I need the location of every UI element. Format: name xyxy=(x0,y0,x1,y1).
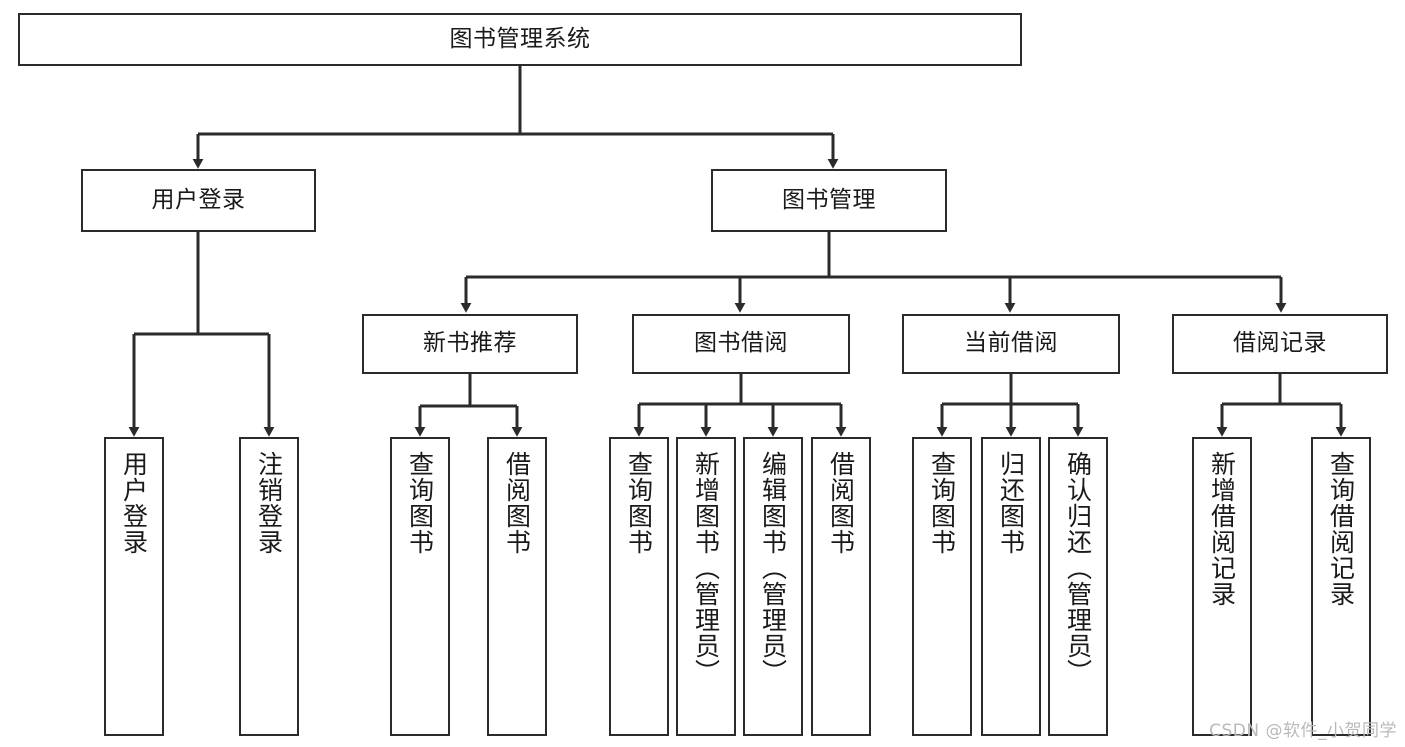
leaf-recommend-borrow-book[interactable]: 借阅图书 xyxy=(487,437,547,736)
node-label: 确认归还（管理员） xyxy=(1063,451,1093,685)
node-label: 用户登录 xyxy=(151,186,246,213)
leaf-current-confirm-return-admin[interactable]: 确认归还（管理员） xyxy=(1048,437,1108,736)
leaf-record-add-record[interactable]: 新增借阅记录 xyxy=(1192,437,1252,736)
node-current-borrow[interactable]: 当前借阅 xyxy=(902,314,1120,374)
node-label: 借阅图书 xyxy=(826,451,856,555)
node-label: 新增借阅记录 xyxy=(1207,451,1237,607)
leaf-recommend-query-book[interactable]: 查询图书 xyxy=(390,437,450,736)
node-label: 查询借阅记录 xyxy=(1326,451,1356,607)
leaf-user-login-login[interactable]: 用户登录 xyxy=(104,437,164,736)
node-label: 查询图书 xyxy=(927,451,957,555)
node-label: 借阅图书 xyxy=(502,451,532,555)
node-label: 图书借阅 xyxy=(694,330,788,357)
leaf-current-return-book[interactable]: 归还图书 xyxy=(981,437,1041,736)
node-label: 图书管理 xyxy=(782,186,876,213)
node-user-login[interactable]: 用户登录 xyxy=(81,169,316,232)
leaf-user-login-logout[interactable]: 注销登录 xyxy=(239,437,299,736)
node-borrow-record[interactable]: 借阅记录 xyxy=(1172,314,1388,374)
node-label: 图书管理系统 xyxy=(449,25,591,52)
node-new-book-recommend[interactable]: 新书推荐 xyxy=(362,314,578,374)
node-label: 当前借阅 xyxy=(964,330,1058,357)
leaf-current-query-book[interactable]: 查询图书 xyxy=(912,437,972,736)
node-book-management[interactable]: 图书管理 xyxy=(711,169,947,232)
node-label: 用户登录 xyxy=(119,451,149,555)
node-root-system[interactable]: 图书管理系统 xyxy=(18,13,1022,66)
node-label: 查询图书 xyxy=(405,451,435,555)
node-label: 借阅记录 xyxy=(1233,330,1327,357)
leaf-record-query-record[interactable]: 查询借阅记录 xyxy=(1311,437,1371,736)
leaf-borrow-add-book-admin[interactable]: 新增图书（管理员） xyxy=(676,437,736,736)
node-label: 新书推荐 xyxy=(423,330,517,357)
node-label: 注销登录 xyxy=(254,451,284,555)
leaf-borrow-query-book[interactable]: 查询图书 xyxy=(609,437,669,736)
node-label: 归还图书 xyxy=(996,451,1026,555)
leaf-borrow-edit-book-admin[interactable]: 编辑图书（管理员） xyxy=(743,437,803,736)
node-label: 查询图书 xyxy=(624,451,654,555)
node-label: 编辑图书（管理员） xyxy=(758,451,788,685)
leaf-borrow-borrow-book[interactable]: 借阅图书 xyxy=(811,437,871,736)
node-book-borrow[interactable]: 图书借阅 xyxy=(632,314,850,374)
node-label: 新增图书（管理员） xyxy=(691,451,721,685)
